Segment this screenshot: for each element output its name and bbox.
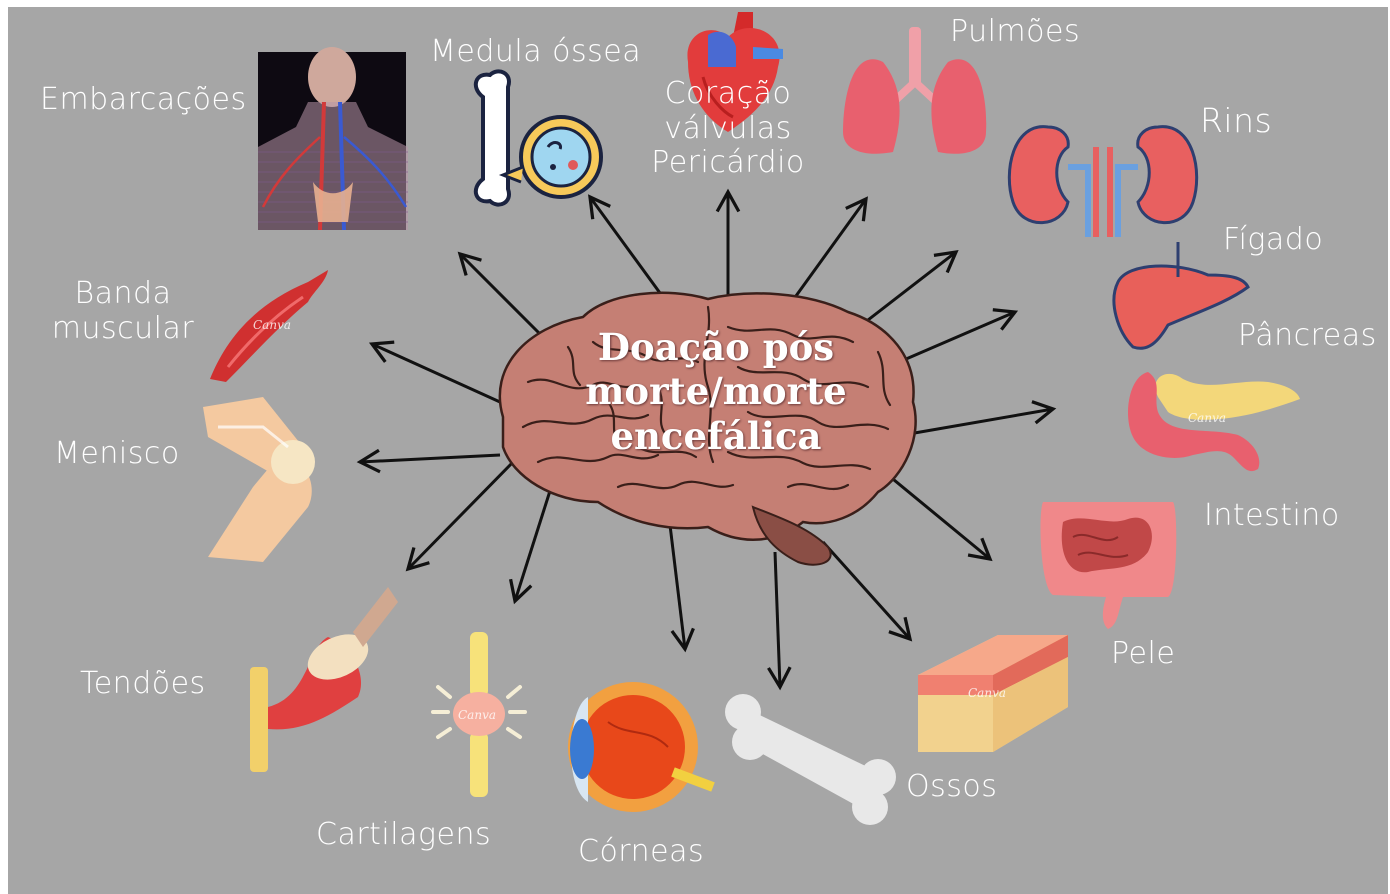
label-figado: Fígado bbox=[1223, 223, 1323, 258]
intestine-icon bbox=[1040, 502, 1176, 629]
center-title-line-2: morte/morte bbox=[566, 369, 866, 413]
label-ossos: Ossos bbox=[906, 770, 997, 805]
label-cartilagens: Cartilagens bbox=[316, 818, 491, 853]
arrow-intestino bbox=[888, 475, 990, 559]
arrow-tendoes bbox=[408, 459, 516, 569]
label-menisco: Menisco bbox=[54, 437, 180, 472]
canva-watermark: Canva bbox=[968, 686, 1006, 700]
center-title-line-3: encefálica bbox=[566, 414, 866, 458]
label-banda-line-2: muscular bbox=[44, 312, 202, 347]
label-coracao-line-1: Coração bbox=[648, 77, 808, 112]
label-coracao: Coração válvulas Pericárdio bbox=[648, 77, 808, 181]
label-rins: Rins bbox=[1200, 102, 1272, 140]
label-coracao-line-3: Pericárdio bbox=[648, 146, 808, 181]
liver-icon bbox=[1114, 242, 1248, 348]
vessels-image bbox=[258, 47, 408, 230]
label-coracao-line-2: válvulas bbox=[648, 112, 808, 147]
skin-icon: Canva bbox=[918, 635, 1068, 752]
bone-icon bbox=[725, 694, 896, 825]
arrow-pele bbox=[823, 542, 910, 639]
label-corneas: Córneas bbox=[578, 835, 704, 870]
kidneys-icon bbox=[1009, 127, 1196, 237]
bone-marrow-icon bbox=[476, 71, 601, 204]
canva-watermark: Canva bbox=[1188, 411, 1226, 425]
center-title-line-1: Doação pós bbox=[566, 325, 866, 369]
label-pele: Pele bbox=[1111, 637, 1175, 672]
knee-icon bbox=[203, 397, 315, 562]
arrow-medula bbox=[590, 197, 668, 304]
center-title: Doação pós morte/morte encefálica bbox=[566, 325, 866, 458]
muscle-icon: Canva bbox=[210, 270, 328, 382]
pancreas-icon: Canva bbox=[1128, 372, 1300, 471]
label-embarcacoes: Embarcações bbox=[40, 83, 247, 118]
label-banda-muscular: Banda muscular bbox=[44, 277, 202, 346]
arrow-banda bbox=[372, 344, 500, 402]
label-medula-ossea: Medula óssea bbox=[430, 35, 641, 70]
arrow-ossos bbox=[775, 552, 780, 687]
label-banda-line-1: Banda bbox=[44, 277, 202, 312]
arrow-corneas bbox=[670, 525, 685, 649]
arrow-pancreas bbox=[903, 409, 1053, 435]
label-pancreas: Pâncreas bbox=[1238, 319, 1377, 354]
tendon-icon bbox=[250, 587, 398, 772]
arrow-menisco bbox=[360, 455, 500, 462]
eye-icon bbox=[568, 682, 713, 812]
canva-watermark: Canva bbox=[253, 318, 291, 332]
label-tendoes: Tendões bbox=[80, 667, 206, 702]
canva-watermark: Canva bbox=[458, 708, 496, 722]
label-intestino: Intestino bbox=[1204, 499, 1340, 534]
diagram-canvas: Canva Canva Can bbox=[8, 7, 1388, 894]
arrow-pulmoes bbox=[788, 199, 866, 307]
label-pulmoes: Pulmões bbox=[950, 15, 1080, 50]
cartilage-icon: Canva bbox=[433, 632, 525, 797]
